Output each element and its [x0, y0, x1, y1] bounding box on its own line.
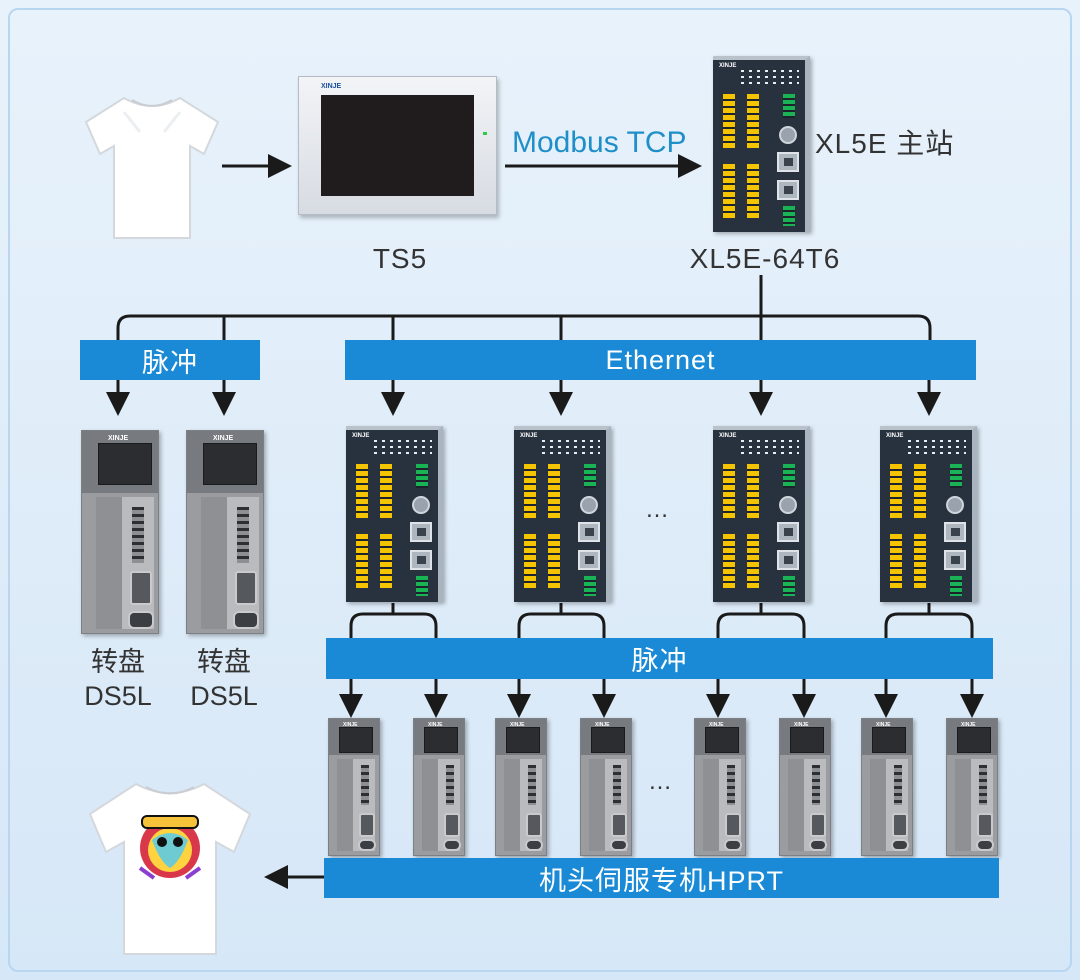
- top-bus: [116, 314, 932, 340]
- drive-brand: XINJE: [108, 435, 129, 442]
- drive-brand: XINJE: [595, 722, 610, 728]
- touchscreen-hmi-icon: XINJE: [298, 76, 497, 215]
- drive-brand: XINJE: [343, 722, 358, 728]
- ds5l-b-line1: 转盘: [197, 647, 251, 677]
- plc-brand: XINJE: [886, 433, 904, 439]
- hmi-label: TS5: [372, 243, 428, 274]
- plain-tshirt-icon: [84, 96, 220, 239]
- head-servo-drive-5: XINJE: [694, 718, 746, 856]
- printed-tshirt-icon: [88, 782, 252, 955]
- head-servo-drive-4: XINJE: [580, 718, 632, 856]
- protocol-label: Modbus TCP: [512, 126, 687, 159]
- plc-brand: XINJE: [520, 433, 538, 439]
- servo-drive-ds5l-b: XINJE: [186, 430, 264, 634]
- drive-brand: XINJE: [709, 722, 724, 728]
- ds5l-a-line1: 转盘: [91, 647, 145, 677]
- drive-brand: XINJE: [428, 722, 443, 728]
- plc-brand: XINJE: [719, 433, 737, 439]
- master-plc-model: XL5E-64T6: [689, 243, 841, 274]
- bar-hprt: 机头伺服专机HPRT: [324, 858, 999, 898]
- hmi-brand: XINJE: [321, 83, 342, 90]
- bar-pulse-bottom: 脉冲: [326, 638, 993, 679]
- drive-brand: XINJE: [510, 722, 525, 728]
- master-plc-role: XL5E 主站: [815, 128, 955, 159]
- head-servo-drive-8: XINJE: [946, 718, 998, 856]
- slave-plc-3: XINJE: [713, 426, 810, 602]
- master-plc: XINJE: [713, 56, 810, 232]
- ellipsis-drives: …: [648, 768, 672, 795]
- ds5l-b-line2: DS5L: [190, 681, 258, 711]
- head-servo-drive-1: XINJE: [328, 718, 380, 856]
- ellipsis-plc: …: [645, 496, 669, 523]
- servo-drive-ds5l-a: XINJE: [81, 430, 159, 634]
- hmi-status-led: [483, 132, 487, 135]
- drive-brand: XINJE: [213, 435, 234, 442]
- drive-brand: XINJE: [794, 722, 809, 728]
- slave-plc-4: XINJE: [880, 426, 977, 602]
- drive-brand: XINJE: [876, 722, 891, 728]
- head-servo-drive-3: XINJE: [495, 718, 547, 856]
- slave-plc-1: XINJE: [346, 426, 443, 602]
- bar-pulse-left: 脉冲: [80, 340, 260, 380]
- master-plc-brand: XINJE: [719, 63, 737, 69]
- slave-plc-2: XINJE: [514, 426, 611, 602]
- ds5l-a-line2: DS5L: [84, 681, 152, 711]
- hmi-screen: [321, 95, 474, 196]
- bar-ethernet: Ethernet: [345, 340, 976, 380]
- plc-brand: XINJE: [352, 433, 370, 439]
- head-servo-drive-6: XINJE: [779, 718, 831, 856]
- head-servo-drive-7: XINJE: [861, 718, 913, 856]
- drive-brand: XINJE: [961, 722, 976, 728]
- head-servo-drive-2: XINJE: [413, 718, 465, 856]
